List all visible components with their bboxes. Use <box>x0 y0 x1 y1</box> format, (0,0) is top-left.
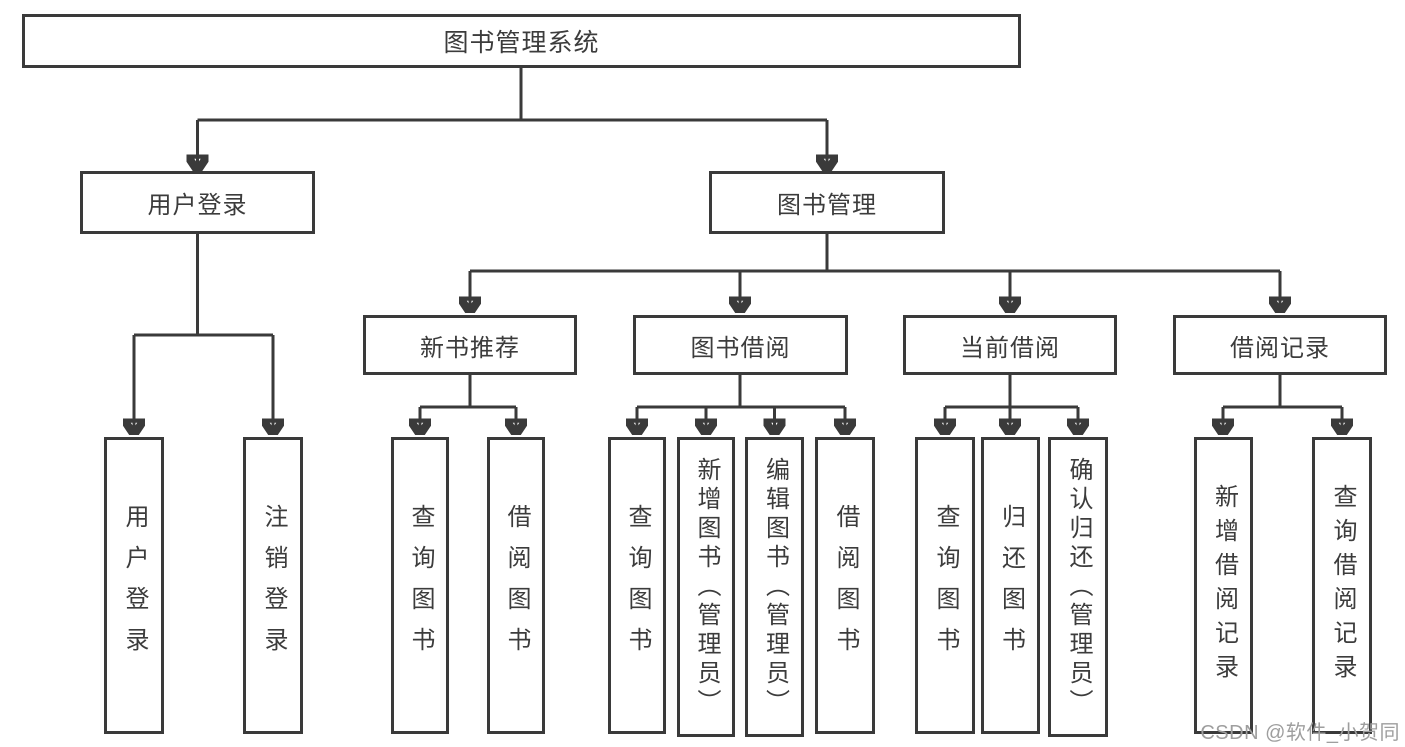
node-user-login: 用户登录 <box>80 171 315 234</box>
leaf-bookborrow-query-books: 查询图书 <box>608 437 666 734</box>
node-borrowing-records: 借阅记录 <box>1173 315 1387 375</box>
leaf-logout: 注销登录 <box>243 437 303 734</box>
leaf-bookborrow-borrow-books: 借阅图书 <box>815 437 875 734</box>
leaf-records-query-borrow-record: 查询借阅记录 <box>1312 437 1372 734</box>
node-new-book-recommendation: 新书推荐 <box>363 315 577 375</box>
leaf-bookborrow-add-books-admin: 新增图书（管理员） <box>677 437 735 737</box>
node-book-borrowing: 图书借阅 <box>633 315 848 375</box>
leaf-records-add-borrow-record: 新增借阅记录 <box>1194 437 1253 734</box>
node-current-borrowing: 当前借阅 <box>903 315 1117 375</box>
leaf-currentborrow-return-books: 归还图书 <box>981 437 1040 734</box>
node-book-management: 图书管理 <box>709 171 945 234</box>
leaf-newbooks-query-books: 查询图书 <box>391 437 449 734</box>
leaf-currentborrow-confirm-return-admin: 确认归还（管理员） <box>1048 437 1108 737</box>
leaf-currentborrow-query-books: 查询图书 <box>915 437 975 734</box>
leaf-user-login: 用户登录 <box>104 437 164 734</box>
leaf-newbooks-borrow-books: 借阅图书 <box>487 437 545 734</box>
leaf-bookborrow-edit-books-admin: 编辑图书（管理员） <box>745 437 804 737</box>
node-library-management-system: 图书管理系统 <box>22 14 1021 68</box>
